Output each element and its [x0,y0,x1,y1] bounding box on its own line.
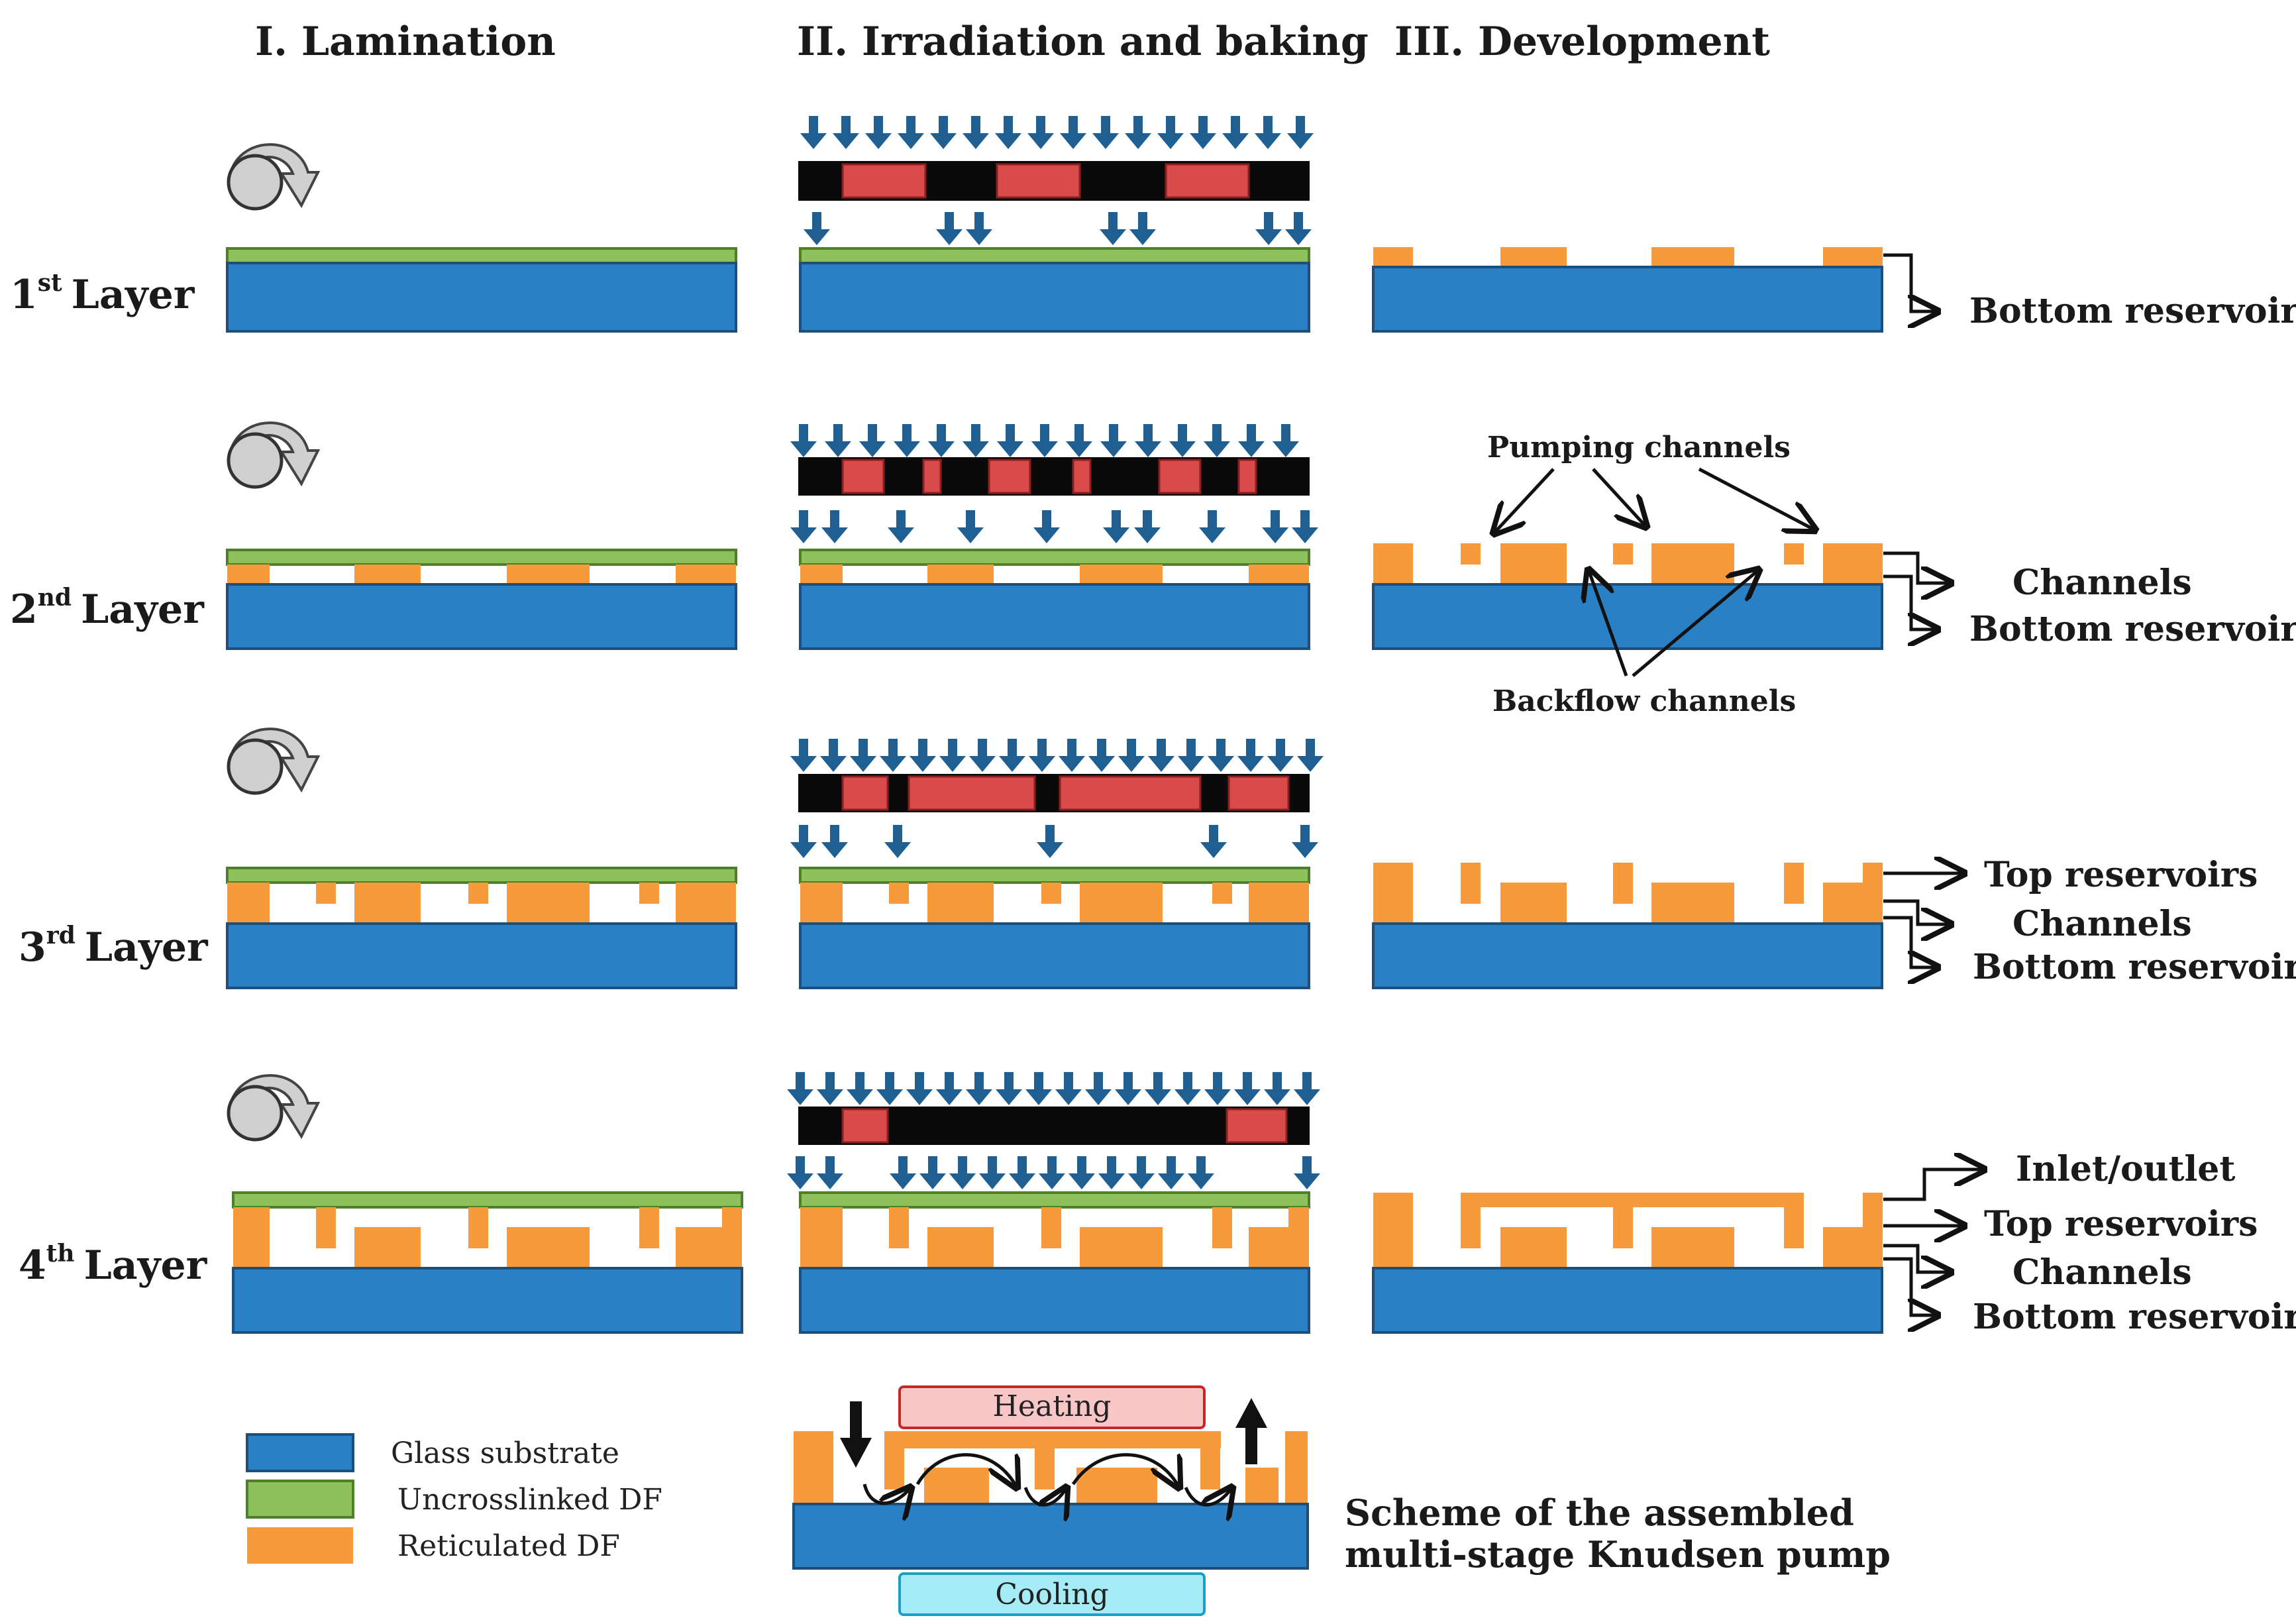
photomask [798,1107,1310,1145]
assembled-pump-scheme: Heating Cooling Scheme of the assembled [792,1385,1891,1616]
step-lamination-title: I. Lamination [255,19,556,65]
inlet-arrow-icon [840,1401,872,1468]
roller-icon [229,144,318,209]
label-channels-2: Channels [2012,563,2192,603]
cooling-block [898,1572,1206,1616]
row-1: Bottom reservoirs [226,116,2296,333]
developed-layer-2 [1373,543,1883,584]
gas-flow-arrows [862,1453,1232,1505]
uv-arrows-top [790,739,1324,772]
uv-arrows-transmitted [790,510,1318,543]
uv-arrows-transmitted [804,212,1312,245]
uv-arrows-transmitted [787,1156,1320,1189]
legend-label-uncrosslinked: Uncrosslinked DF [397,1483,662,1517]
uv-arrows-transmitted [790,825,1318,858]
label-bottom-reservoirs-3: Bottom reservoirs [1973,947,2296,987]
film-layer-1 [227,565,736,584]
scheme-caption-line-1: Scheme of the assembled [1345,1491,1854,1534]
label-bottom-reservoirs-4: Bottom reservoirs [1973,1297,2296,1337]
heating-label: Heating [993,1389,1112,1423]
row-2: Channels Bottom reservoirs Pumping chann… [226,423,2296,718]
step-irradiation-title: II. Irradiation and baking [797,19,1369,65]
legend-label-glass: Glass substrate [391,1436,619,1470]
glass-substrate [226,262,737,333]
label-bottom-reservoirs-2: Bottom reservoirs [1969,609,2296,649]
legend-swatch-glass [246,1433,354,1472]
photomask [798,457,1310,496]
label-top-reservoirs-3: Top reservoirs [1984,855,2258,895]
photomask [798,774,1310,812]
developed-layer-1 [1373,247,1883,267]
outlet-arrow-icon [1235,1398,1267,1464]
photomask [798,161,1310,201]
label-top-reservoirs-4: Top reservoirs [1984,1204,2258,1244]
cooling-label: Cooling [995,1578,1108,1611]
label-backflow-channels: Backflow channels [1492,684,1796,718]
legend-swatch-uncrosslinked [246,1480,354,1519]
legend-swatch-reticulated [247,1527,353,1564]
uv-arrows-top [787,1072,1320,1105]
film-layers-1-2 [227,883,736,924]
row-4: Inlet/outlet Top reservoirs Channels Bot… [229,1072,2296,1337]
label-bottom-reservoirs-1: Bottom reservoirs [1969,291,2296,331]
heating-block [898,1385,1206,1429]
legend-label-reticulated: Reticulated DF [397,1529,620,1563]
uncrosslinked-film [226,247,737,264]
scheme-caption-line-2: multi-stage Knudsen pump [1345,1533,1891,1576]
uv-arrows-top [800,116,1314,149]
row-3: Top reservoirs Channels Bottom reservoir… [226,729,2296,989]
step-development-title: III. Development [1394,19,1770,65]
uv-arrows-top [790,424,1299,457]
legend: Glass substrate Uncrosslinked DF Reticul… [246,1433,662,1564]
developed-layer-4 [1373,1193,1883,1268]
film-layers-1-3 [233,1207,742,1268]
label-pumping-channels: Pumping channels [1487,431,1791,464]
label-channels-3: Channels [2012,904,2192,944]
label-channels-4: Channels [2012,1252,2192,1293]
developed-layer-3 [1373,863,1883,924]
label-inlet-outlet: Inlet/outlet [2016,1149,2235,1189]
